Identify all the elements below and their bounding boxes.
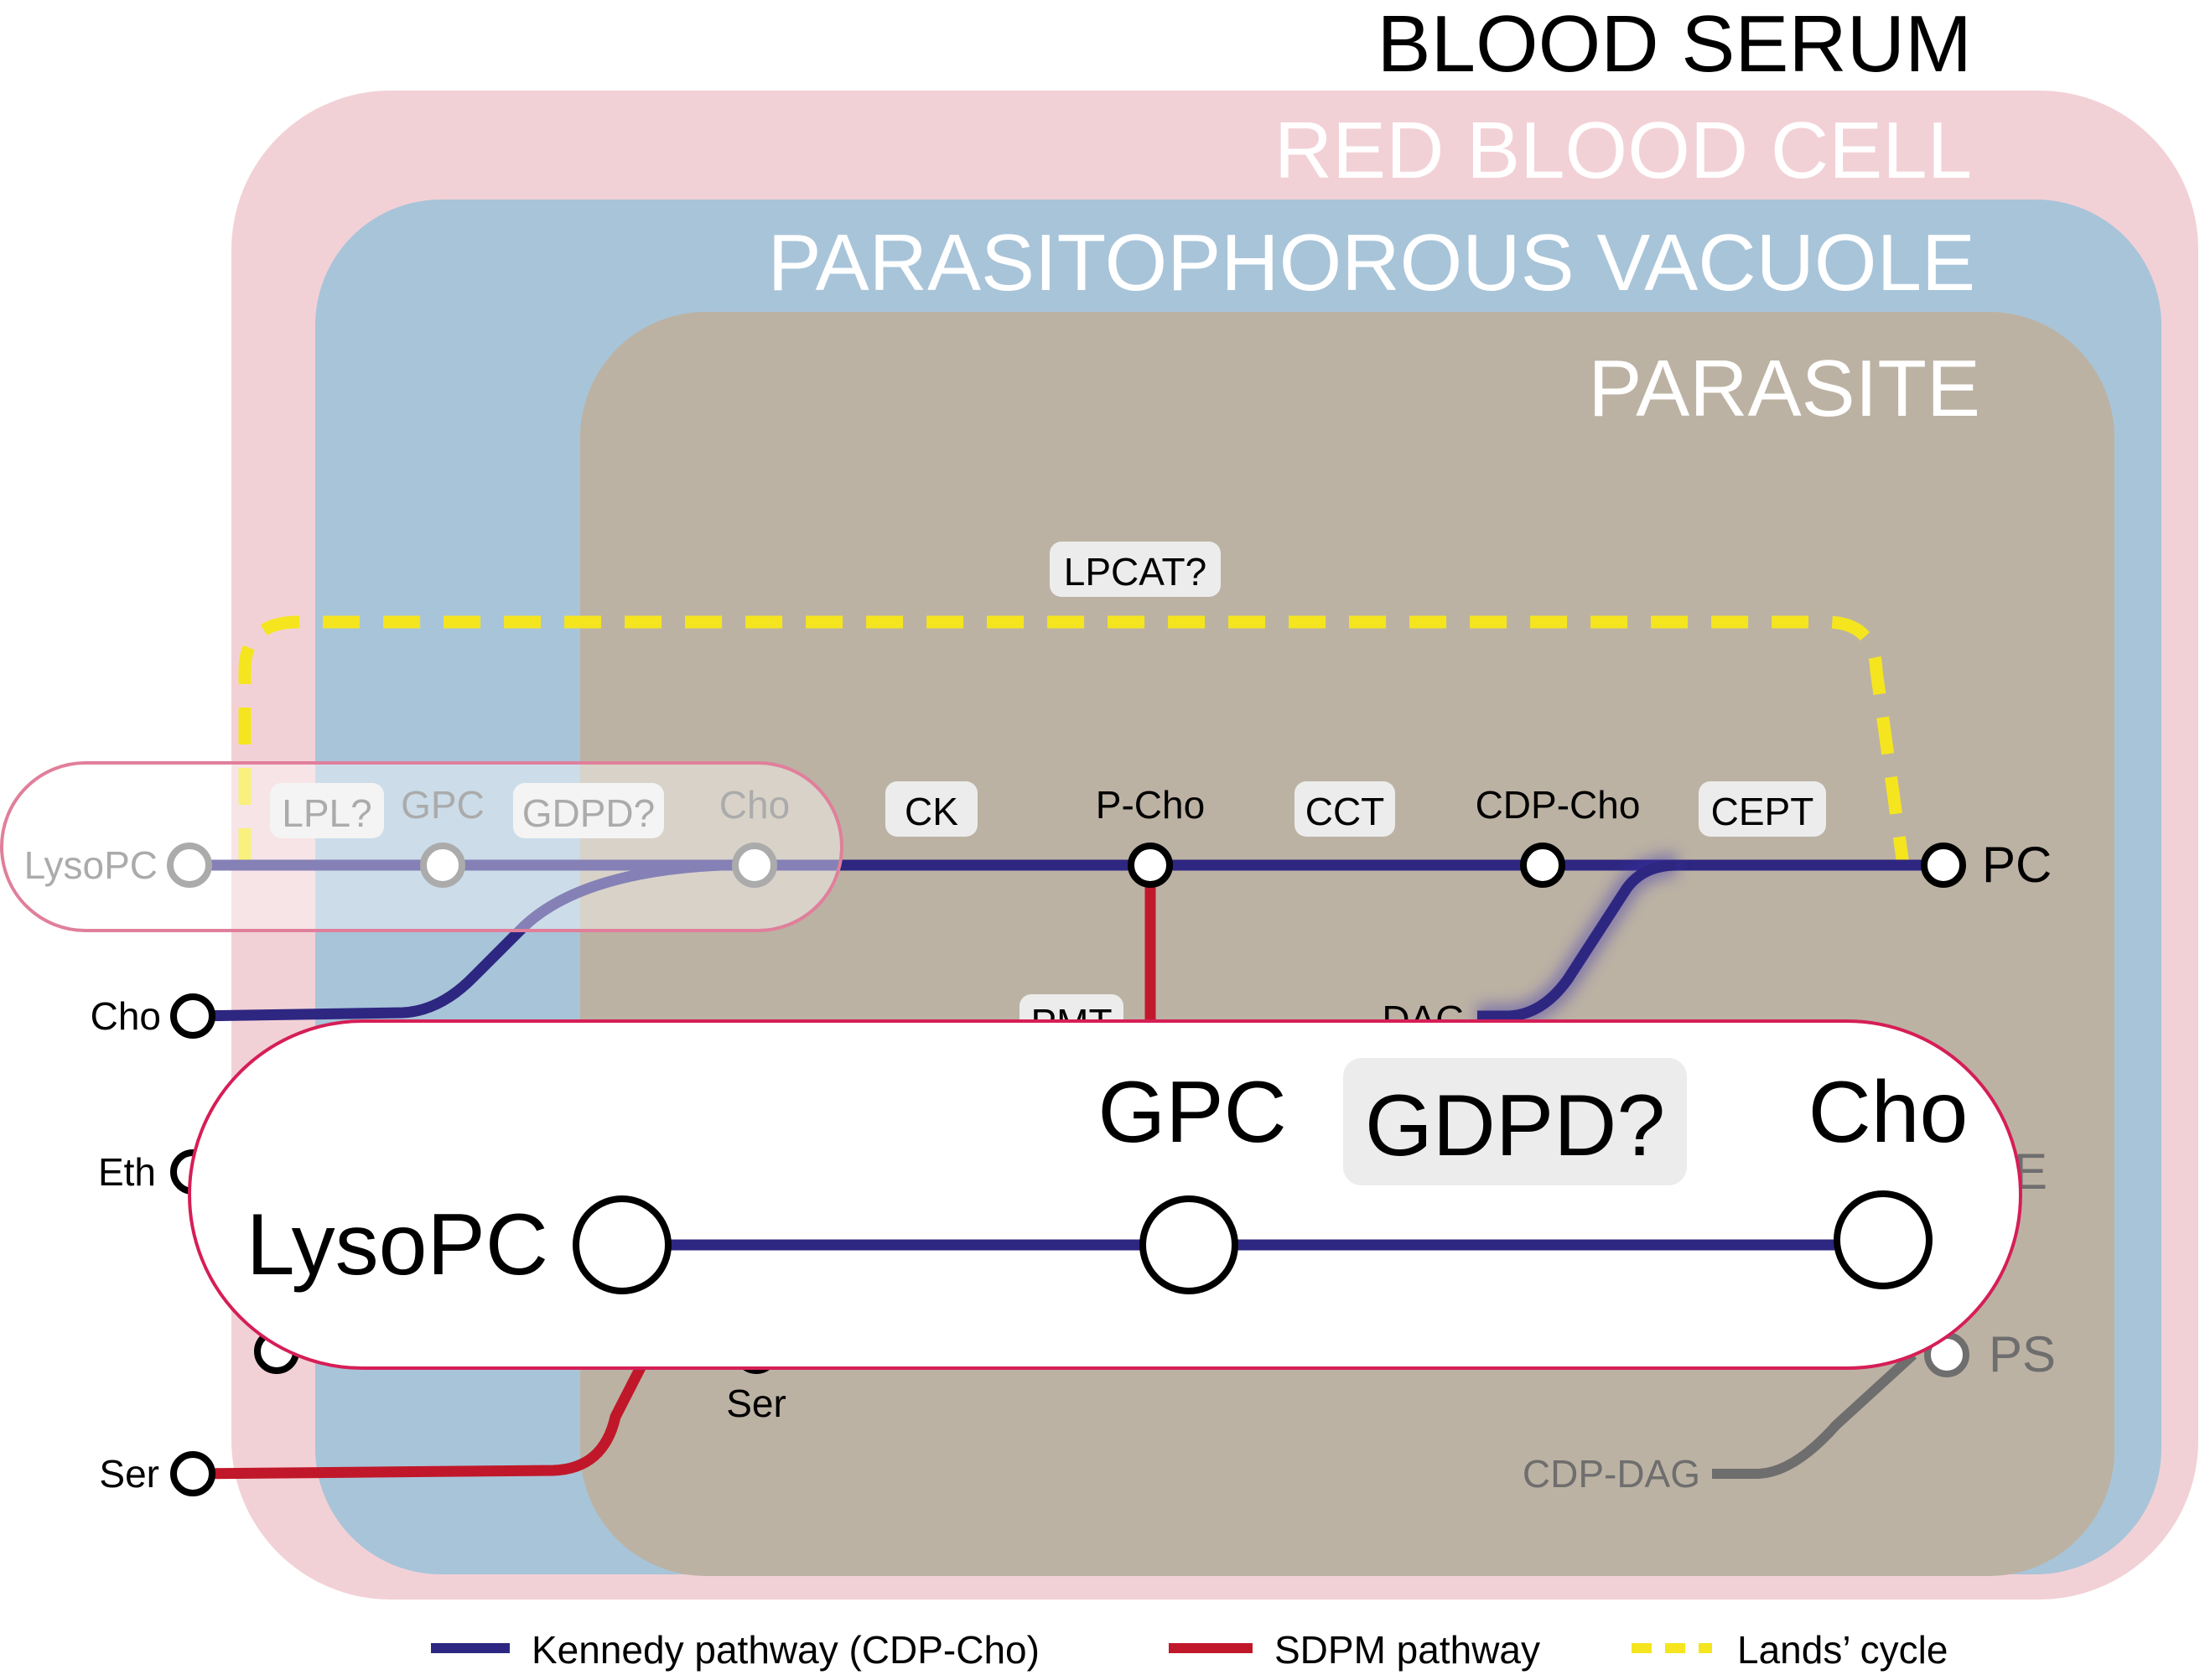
- zoom-gdpd-pill: [1343, 1058, 1687, 1185]
- legend-sdpm-label: SDPM pathway: [1274, 1628, 1540, 1672]
- node-ser-external: [170, 1451, 215, 1496]
- enzyme-ck: CK: [905, 790, 958, 833]
- node-pc: [1921, 843, 1966, 888]
- sdpm-ser-line: [192, 1339, 659, 1480]
- lands-cycle-line: [238, 615, 1910, 867]
- red-blood-cell-title: RED BLOOD CELL: [1274, 106, 1972, 195]
- lpl-pill: [270, 783, 384, 838]
- node-gpc: [420, 843, 465, 888]
- enzyme-cct: CCT: [1305, 790, 1385, 833]
- zoom-node-gpc: [1139, 1195, 1238, 1294]
- enzyme-gdpd: GDPD?: [522, 791, 655, 835]
- label-eth-external: Eth: [98, 1150, 156, 1194]
- label-cho-inner: Cho: [719, 783, 790, 827]
- enzyme-lpl: LPL?: [282, 791, 371, 835]
- enzyme-lpcat: LPCAT?: [1064, 550, 1206, 594]
- legend-lands-label: Lands’ cycle: [1737, 1628, 1948, 1672]
- zoom-label-cho: Cho: [1808, 1064, 1969, 1161]
- cept-pill: [1699, 781, 1826, 837]
- node-cdpcho: [1520, 843, 1565, 888]
- parasitophorous-vacuole-title: PARASITOPHOROUS VACUOLE: [768, 218, 1975, 308]
- label-cho-external: Cho: [91, 994, 161, 1038]
- label-ps: PS: [1989, 1326, 2056, 1382]
- legend-kennedy-label: Kennedy pathway (CDP-Cho): [532, 1628, 1040, 1672]
- lpcat-pill: [1050, 542, 1221, 597]
- label-ser-inner: Ser: [726, 1382, 786, 1425]
- node-cho-inner: [732, 843, 777, 888]
- label-ser-external: Ser: [99, 1452, 159, 1496]
- ck-pill: [885, 781, 978, 837]
- gdpd-pill: [513, 783, 664, 838]
- zoom-enzyme-gdpd: GDPD?: [1365, 1077, 1665, 1174]
- cct-pill: [1294, 781, 1395, 837]
- highlight-region: [0, 761, 843, 932]
- node-lysopc: [167, 843, 212, 888]
- zoom-node-lysopc: [573, 1195, 672, 1294]
- zoom-label-lysopc: LysoPC: [246, 1196, 548, 1294]
- label-lysopc: LysoPC: [24, 843, 158, 887]
- node-cho-external: [170, 993, 215, 1039]
- zoom-label-gpc: GPC: [1097, 1064, 1286, 1161]
- cdpdag-line: [1712, 1351, 1917, 1479]
- label-cdpdag: CDP-DAG: [1523, 1452, 1700, 1496]
- zoom-node-cho: [1834, 1190, 1933, 1289]
- node-pcho: [1128, 843, 1173, 888]
- label-pc: PC: [1982, 837, 2052, 893]
- label-gpc: GPC: [401, 783, 485, 827]
- kennedy-cho-branch: [192, 859, 755, 1022]
- parasite-title: PARASITE: [1588, 344, 1980, 433]
- kennedy-dag-branch: [1477, 859, 1678, 1022]
- label-pcho: P-Cho: [1096, 783, 1205, 827]
- blood-serum-title: BLOOD SERUM: [1377, 0, 1972, 89]
- enzyme-cept: CEPT: [1711, 790, 1814, 833]
- label-cdpcho: CDP-Cho: [1476, 783, 1641, 827]
